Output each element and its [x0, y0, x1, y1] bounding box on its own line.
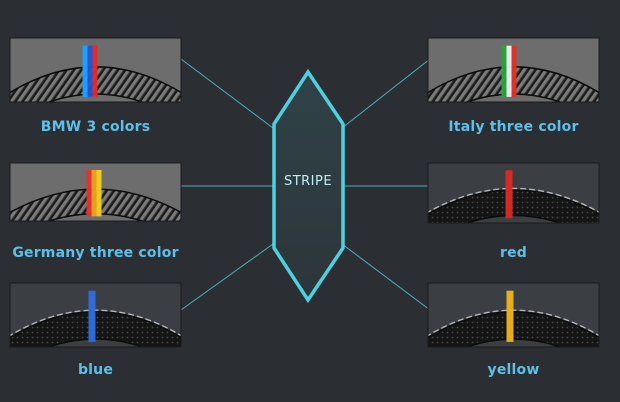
stripe-band	[82, 45, 88, 97]
hub-label: STRIPE	[283, 174, 333, 189]
connector-blue	[180, 243, 274, 311]
connector-yellow	[341, 243, 431, 311]
stripe-band	[511, 45, 517, 97]
wheel-thumbnail-blue	[9, 282, 182, 348]
option-label-germany: Germany three color	[12, 245, 179, 261]
stripe-band	[506, 45, 512, 97]
stripe-band	[87, 45, 93, 97]
connector-bmw	[180, 58, 274, 129]
stripe-band	[86, 169, 92, 217]
stripe-band	[505, 170, 513, 219]
stripe-band	[92, 45, 98, 97]
option-label-bmw: BMW 3 colors	[40, 119, 151, 135]
stripe-band	[501, 45, 507, 97]
stripe-band	[506, 290, 514, 342]
wheel-thumbnail-yellow	[427, 282, 600, 348]
stripe-band	[96, 169, 102, 217]
option-label-yellow: yellow	[487, 362, 540, 378]
wheel-thumbnail-red	[427, 162, 600, 224]
wheel-thumbnail-germany	[9, 162, 182, 222]
connector-italy	[341, 58, 431, 129]
stripe-hub	[272, 68, 345, 304]
connector-lines	[180, 58, 431, 311]
option-label-red: red	[499, 245, 528, 261]
option-label-italy: Italy three color	[448, 119, 579, 135]
option-label-blue: blue	[77, 362, 114, 378]
wheel-thumbnail-bmw	[9, 37, 182, 103]
stripe-band	[91, 169, 97, 217]
stripe-band	[88, 290, 96, 342]
wheel-thumbnail-italy	[427, 37, 600, 103]
